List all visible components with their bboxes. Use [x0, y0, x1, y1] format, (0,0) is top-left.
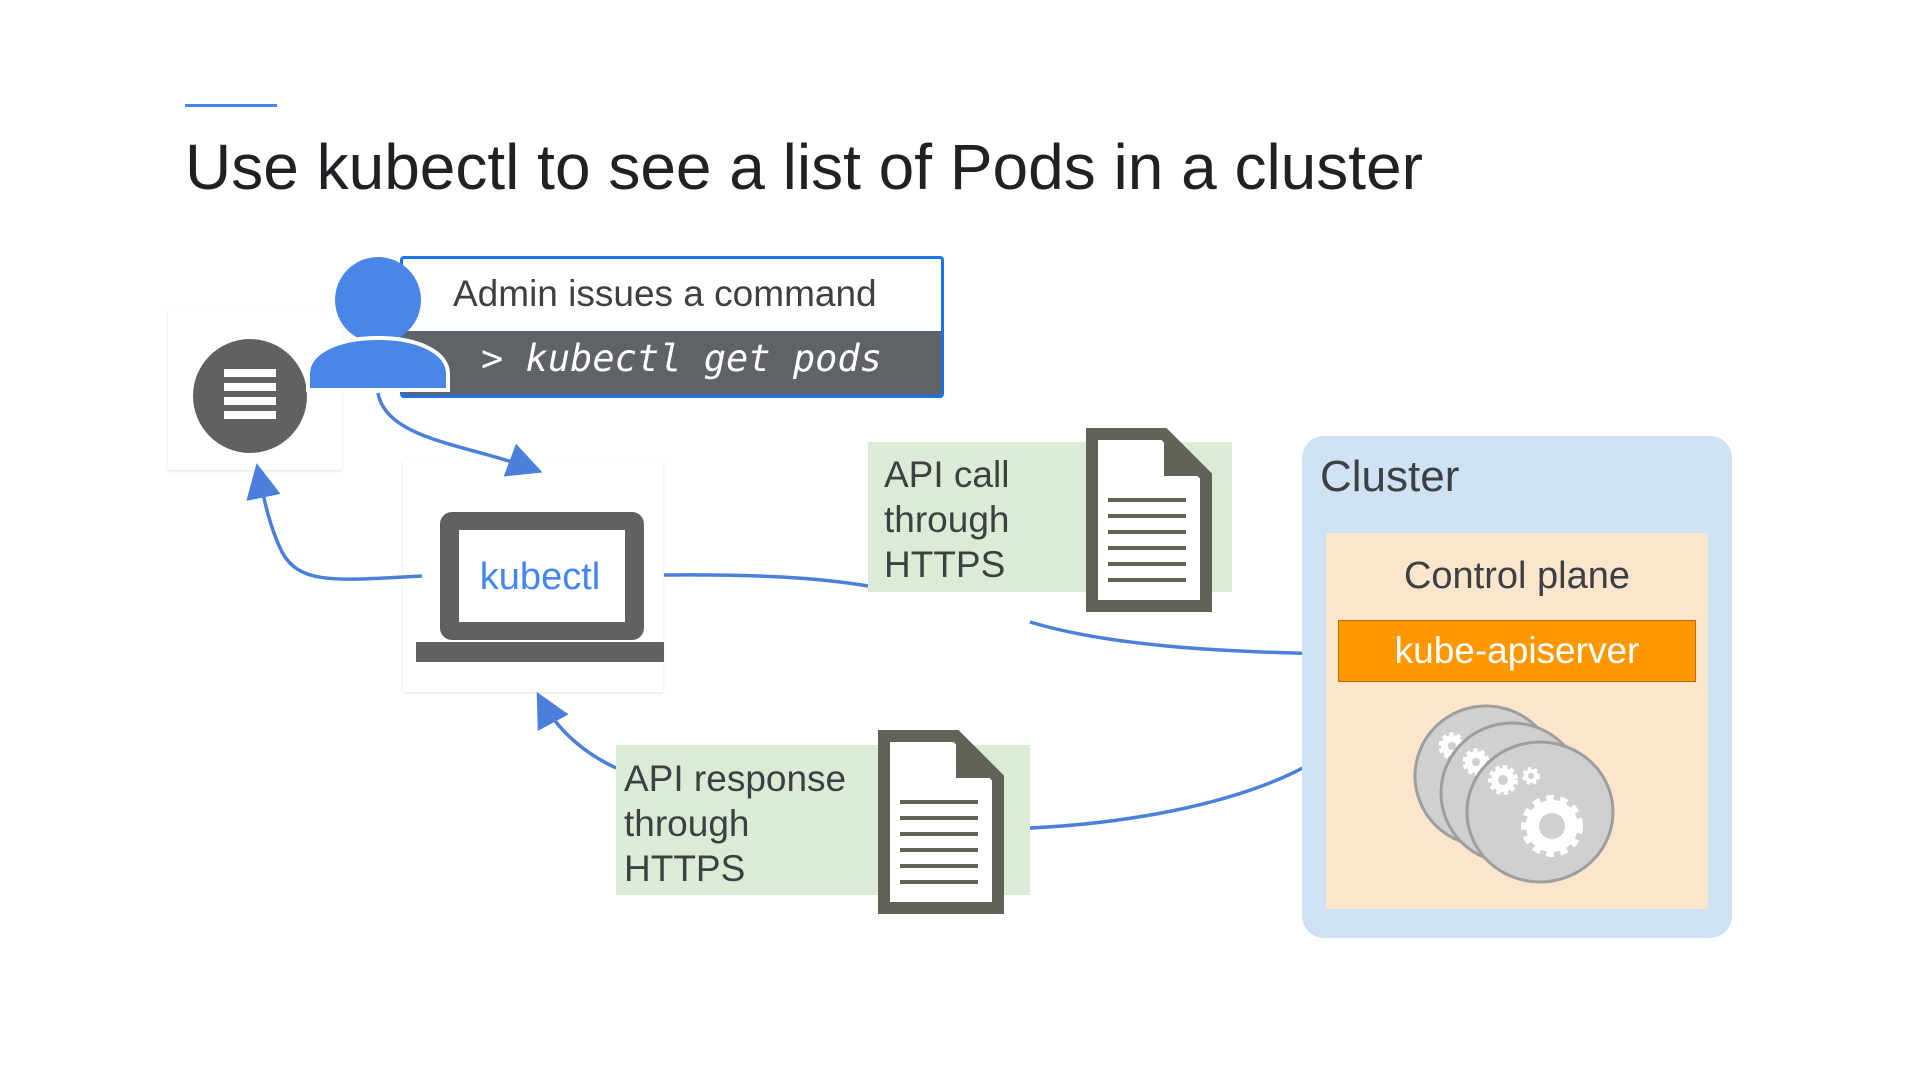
api-call-line-1: API call: [884, 454, 1010, 495]
slide-title: Use kubectl to see a list of Pods in a c…: [185, 131, 1423, 203]
api-call-line-2: through: [884, 499, 1010, 540]
kubectl-to-api-call-arrow: [663, 573, 869, 588]
api-call-line-3: HTTPS: [884, 544, 1006, 585]
list-output-icon: [193, 339, 307, 453]
gear-disc-front: [1465, 740, 1615, 884]
gears-stack-icon: [1413, 704, 1615, 884]
laptop-icon: [416, 512, 664, 662]
cluster-label: Cluster: [1320, 452, 1460, 501]
response-to-kubectl-arrow: [536, 691, 617, 770]
admin-command-box: Admin issues a command > kubectl get pod…: [400, 256, 944, 398]
control-plane-label: Control plane: [1403, 555, 1631, 597]
api-response-line-3: HTTPS: [624, 848, 746, 889]
command-terminal-bar: > kubectl get pods: [403, 331, 941, 395]
kubectl-command-text: > kubectl get pods: [481, 337, 882, 380]
admin-command-caption: Admin issues a command: [453, 273, 877, 314]
admin-to-kubectl-arrow: [376, 392, 543, 477]
api-call-text: API call through HTTPS: [884, 452, 1010, 587]
api-response-line-1: API response: [624, 758, 847, 799]
api-call-document-icon: [1086, 428, 1212, 612]
kube-apiserver-label: kube-apiserver: [1394, 630, 1640, 671]
api-response-document-icon: [878, 730, 1004, 914]
api-response-line-2: through: [624, 803, 750, 844]
api-call-to-apiserver-arrow: [1029, 620, 1341, 672]
kubectl-to-output-arrow: [246, 463, 423, 581]
person-icon: [306, 257, 450, 392]
kubectl-label: kubectl: [479, 556, 601, 598]
kube-apiserver-box: kube-apiserver: [1338, 620, 1696, 682]
title-accent-line: [185, 104, 277, 107]
api-response-text: API response through HTTPS: [624, 756, 846, 891]
